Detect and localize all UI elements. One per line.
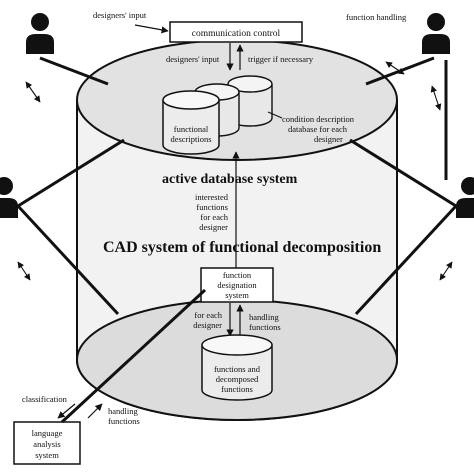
function-handling-top-label: function handling bbox=[346, 12, 407, 22]
user-icon-left bbox=[0, 177, 18, 218]
fds-label-2: designation bbox=[217, 280, 257, 290]
cad-system-title: CAD system of functional decomposition bbox=[103, 239, 381, 256]
function-designation-system-box: function designation system bbox=[200, 267, 274, 303]
communication-control-label: communication control bbox=[192, 29, 281, 39]
fds-label-1: function bbox=[223, 270, 252, 280]
las-connection-line bbox=[60, 288, 207, 424]
handling-functions-inner-2: functions bbox=[249, 322, 281, 332]
trigger-label: trigger if necessary bbox=[248, 54, 314, 64]
handling-functions-outer-2: functions bbox=[108, 416, 140, 426]
top-right-double-arrow bbox=[385, 61, 405, 75]
user-icon-right bbox=[456, 177, 474, 218]
condition-pointer bbox=[267, 111, 283, 119]
functional-descriptions-db: functional descriptions bbox=[162, 90, 220, 155]
condition-label-3: designer bbox=[314, 134, 343, 144]
designers-input-top-label: designers' input bbox=[93, 10, 147, 20]
left-lower-double-arrow bbox=[17, 261, 31, 281]
right-user-line-lower bbox=[354, 204, 458, 316]
for-each-designer-label-1: for each bbox=[194, 310, 222, 320]
las-label-1: language bbox=[32, 428, 63, 438]
left-user-line-upper bbox=[17, 138, 125, 208]
left-user-line-lower bbox=[16, 204, 120, 316]
fdf-label-3: functions bbox=[221, 384, 253, 394]
active-database-system-label: active database system bbox=[162, 172, 298, 187]
handling-functions-outer-1: handling bbox=[108, 406, 138, 416]
right-user-line-upper bbox=[349, 138, 457, 208]
fds-label-3: system bbox=[225, 290, 249, 300]
interested-label-4: designer bbox=[199, 222, 228, 232]
functional-descriptions-label-2: descriptions bbox=[170, 134, 211, 144]
condition-label-2: database for each bbox=[288, 124, 348, 134]
fdf-label-1: functions and bbox=[214, 364, 261, 374]
las-label-3: system bbox=[35, 450, 59, 460]
designers-input-arrow bbox=[134, 24, 169, 34]
user-icon-top-left bbox=[26, 13, 54, 54]
las-label-2: analysis bbox=[33, 439, 60, 449]
handling-functions-outer-arrow bbox=[87, 403, 103, 419]
communication-control-box: communication control bbox=[169, 21, 303, 43]
top-left-double-arrow bbox=[25, 81, 41, 103]
classification-label: classification bbox=[22, 394, 68, 404]
interested-label-3: for each bbox=[200, 212, 228, 222]
classification-arrow bbox=[57, 403, 76, 419]
interested-label-2: functions bbox=[196, 202, 228, 212]
right-side-double-arrow bbox=[430, 85, 442, 111]
right-lower-double-arrow bbox=[439, 261, 453, 281]
top-left-user-line bbox=[39, 56, 109, 86]
fdf-label-2: decomposed bbox=[216, 374, 259, 384]
functions-decomposed-db: functions and decomposed functions bbox=[201, 334, 273, 401]
handling-functions-inner-1: handling bbox=[249, 312, 279, 322]
language-analysis-system-box: language analysis system bbox=[13, 421, 81, 465]
interested-label-1: interested bbox=[195, 192, 229, 202]
condition-label-1: condition description bbox=[282, 114, 355, 124]
for-each-designer-label-2: designer bbox=[193, 320, 222, 330]
functional-descriptions-label-1: functional bbox=[174, 124, 209, 134]
designers-input-inner-label: designers' input bbox=[166, 54, 220, 64]
user-icon-top-right bbox=[422, 13, 450, 54]
